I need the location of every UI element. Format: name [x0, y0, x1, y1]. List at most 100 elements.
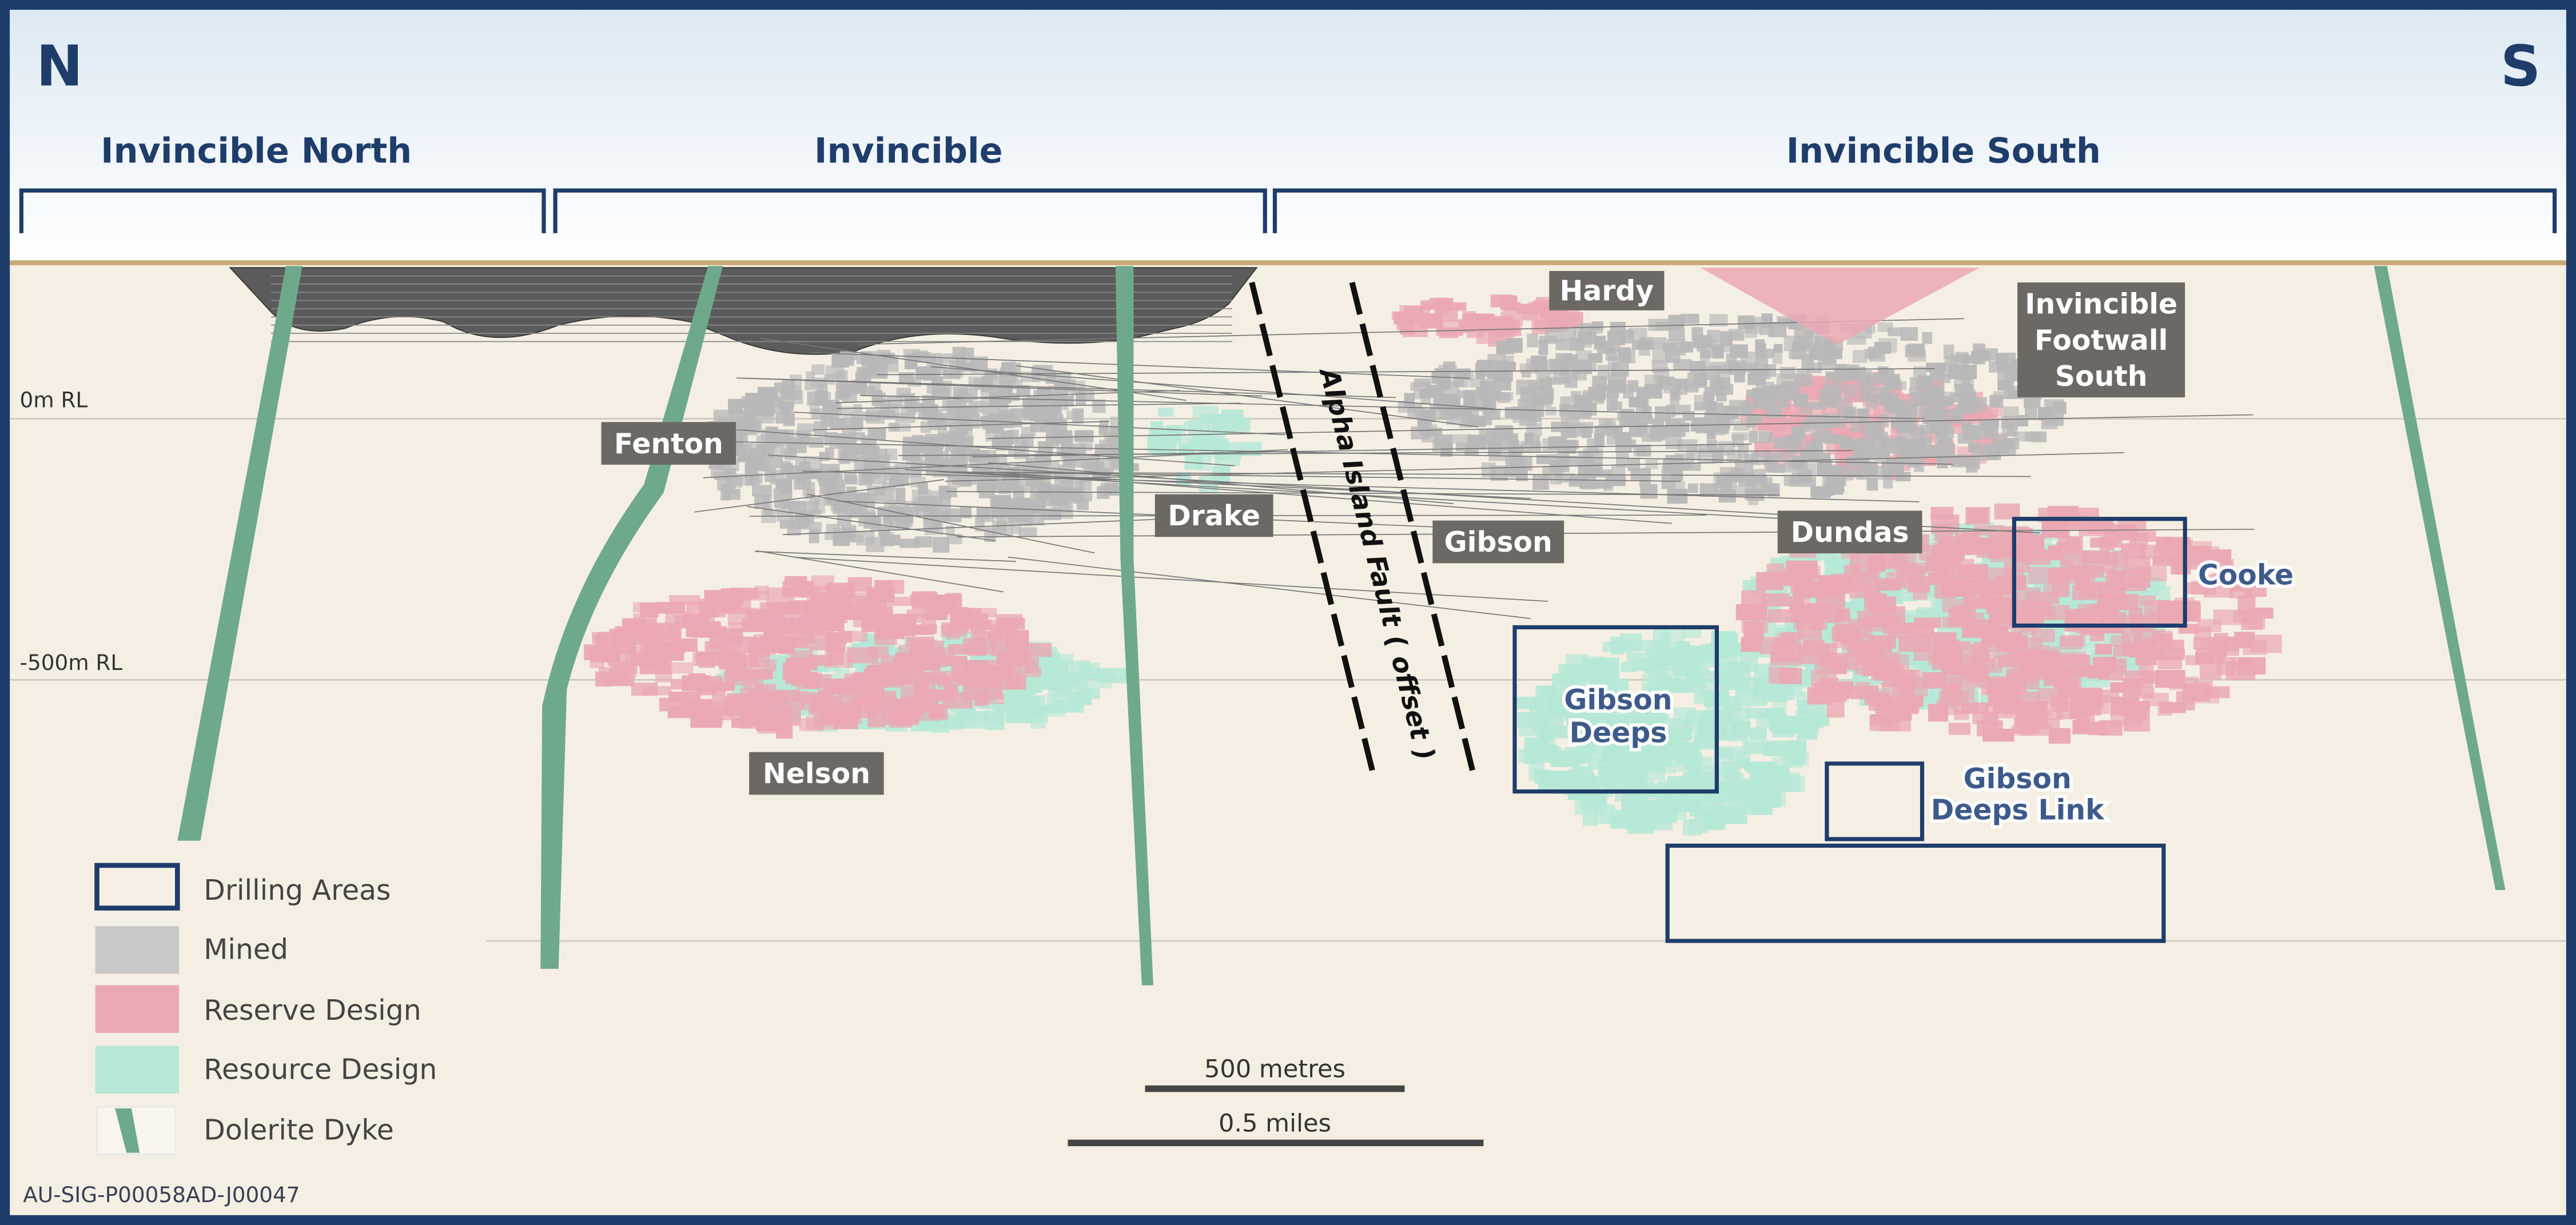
resource-block — [1574, 773, 1595, 787]
resource-block — [1653, 744, 1668, 760]
resource-block — [1201, 413, 1225, 424]
mined-block — [985, 425, 1004, 434]
mined-block — [957, 411, 967, 426]
mined-block — [770, 469, 786, 485]
resource-block — [1746, 708, 1774, 719]
reserve-block — [2099, 720, 2123, 736]
reserve-block — [2231, 657, 2251, 669]
mined-block — [1644, 384, 1662, 399]
reserve-block — [748, 670, 773, 680]
resource-block — [1620, 633, 1642, 651]
reserve-block — [2056, 703, 2079, 720]
reserve-block — [690, 711, 722, 728]
resource-block — [1697, 682, 1725, 699]
reserve-block — [2095, 644, 2112, 655]
mined-block — [1900, 327, 1918, 341]
mined-block — [1454, 374, 1469, 388]
mined-block — [1476, 386, 1492, 398]
reserve-block — [711, 681, 735, 691]
reserve-block — [754, 585, 769, 595]
mined-block — [1711, 344, 1723, 358]
reserve-block — [914, 681, 929, 697]
reserve-block — [1954, 709, 1969, 720]
mined-block — [1021, 426, 1036, 437]
gibson-deeps-label: Gibson — [1564, 684, 1672, 716]
mined-block — [1694, 402, 1713, 411]
mined-block — [1909, 377, 1921, 389]
mined-block — [1716, 476, 1732, 489]
mined-block — [856, 530, 875, 546]
resource-block — [1518, 748, 1545, 763]
resource-block — [1709, 648, 1739, 668]
reserve-block — [1988, 532, 2013, 549]
reserve-block — [2027, 549, 2049, 560]
mined-block — [1756, 349, 1774, 358]
mined-block — [1671, 384, 1681, 401]
reserve-block — [727, 608, 759, 625]
mined-block — [1078, 442, 1093, 451]
reserve-block — [639, 602, 667, 613]
mined-block — [1779, 366, 1795, 379]
svg-text:Dolerite Dyke: Dolerite Dyke — [204, 1114, 394, 1147]
mined-block — [1415, 410, 1432, 418]
resource-block — [970, 711, 990, 721]
mined-block — [1520, 441, 1542, 452]
reserve-block — [2179, 603, 2201, 622]
mined-block — [1551, 421, 1570, 432]
mined-block — [1873, 430, 1883, 442]
mined-block — [870, 474, 887, 485]
reserve-block — [665, 628, 681, 640]
resource-block — [1723, 805, 1739, 820]
mined-block — [1649, 425, 1667, 434]
mined-block — [940, 487, 957, 498]
mined-block — [1548, 437, 1567, 450]
reserve-block — [1997, 655, 2025, 668]
svg-text:500 metres: 500 metres — [1204, 1055, 1345, 1083]
reserve-block — [612, 661, 634, 677]
resource-block — [1048, 677, 1069, 692]
legend-swatch-resource — [95, 1046, 180, 1094]
mined-block — [1822, 350, 1837, 365]
reserve-block — [2058, 679, 2079, 699]
reserve-block — [1937, 650, 1962, 667]
reserve-block — [1439, 328, 1459, 338]
mined-block — [1766, 401, 1777, 412]
tag-dundas: Dundas — [1777, 510, 1922, 554]
mined-block — [1877, 322, 1893, 332]
mined-block — [720, 485, 731, 501]
mined-block — [1487, 430, 1496, 444]
resource-block — [1053, 700, 1084, 713]
reserve-block — [751, 659, 777, 672]
mined-block — [1730, 330, 1745, 341]
reserve-block — [2131, 530, 2156, 542]
reserve-block — [642, 653, 668, 668]
gibson-deeps-link-label: Gibson — [1964, 763, 2072, 795]
mined-block — [761, 510, 776, 523]
reserve-block — [711, 689, 726, 703]
mined-block — [1467, 434, 1487, 450]
mined-block — [1966, 463, 1978, 473]
mined-block — [1629, 397, 1647, 408]
resource-block — [1546, 771, 1572, 783]
mined-block — [1606, 396, 1618, 411]
pit-benches — [271, 275, 1232, 342]
reserve-block — [1790, 581, 1811, 594]
mined-block — [1573, 360, 1592, 374]
reserve-block — [1821, 677, 1838, 696]
mined-block — [1640, 484, 1658, 499]
mined-block — [1940, 374, 1951, 384]
mined-block — [1773, 344, 1783, 353]
resource-block — [1658, 664, 1690, 679]
reserve-block — [2016, 609, 2044, 625]
mined-block — [1810, 441, 1823, 455]
reserve-block — [893, 675, 910, 685]
reserve-block — [659, 697, 690, 712]
reserve-block — [1889, 669, 1921, 684]
svg-text:0.5 miles: 0.5 miles — [1219, 1109, 1331, 1138]
resource-block — [1769, 713, 1787, 724]
mined-block — [870, 515, 881, 531]
resource-block — [1589, 678, 1614, 692]
mined-block — [841, 449, 857, 460]
open-pit-mined — [229, 267, 1258, 355]
resource-block — [1719, 748, 1735, 759]
